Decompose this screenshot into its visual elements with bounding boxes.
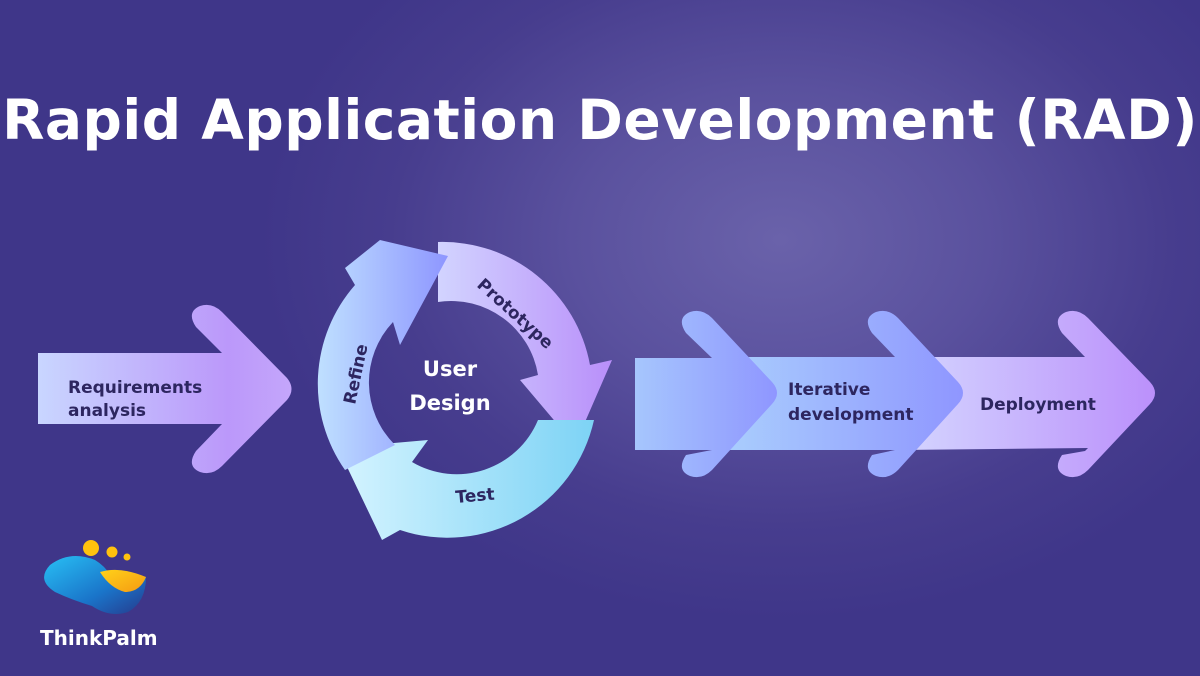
thinkpalm-logo-text: ThinkPalm xyxy=(40,626,158,650)
requirements-label-line1: Requirements xyxy=(68,378,202,398)
deployment-label: Deployment xyxy=(980,395,1096,415)
deployment-arrow: Deployment xyxy=(900,310,1155,478)
user-design-label-line2: Design xyxy=(409,391,490,415)
page-title: Rapid Application Development (RAD) xyxy=(2,88,1198,152)
development-start-arrow xyxy=(635,310,777,478)
thinkpalm-logo-icon xyxy=(44,540,146,614)
test-label: Test xyxy=(455,485,496,508)
user-design-label-line1: User xyxy=(423,357,478,381)
requirements-label-line2: analysis xyxy=(68,401,146,421)
iterative-development-arrow: Iterative development xyxy=(730,310,963,478)
refine-cycle-arrow: Refine xyxy=(317,240,448,470)
iterative-label-line2: development xyxy=(788,405,913,425)
requirements-analysis-arrow: Requirements analysis xyxy=(38,304,292,474)
iterative-label-line1: Iterative xyxy=(788,380,870,400)
test-cycle-arrow: Test xyxy=(338,420,594,540)
